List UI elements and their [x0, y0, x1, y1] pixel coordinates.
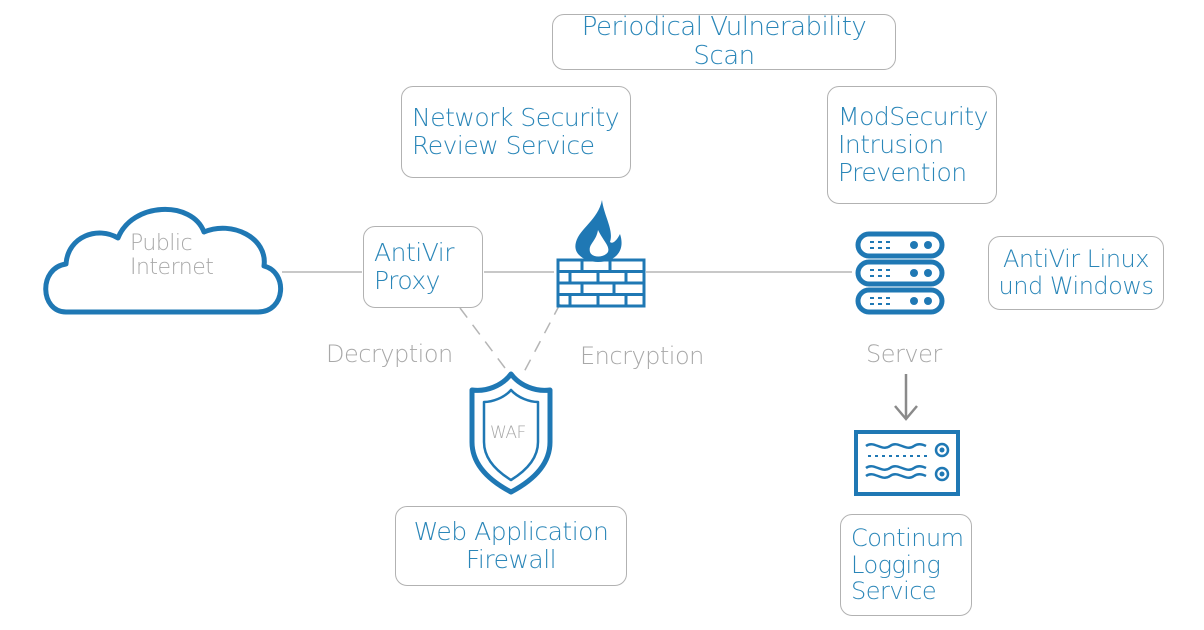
antivir-linux-line1: AntiVir Linux: [1003, 245, 1149, 274]
waf-box-line1: Web Application: [413, 517, 609, 546]
logging-line1: Continum: [851, 523, 964, 552]
firewall-flame-icon: [556, 200, 646, 308]
logging-line3: Service: [851, 577, 937, 606]
waf-shield-label: WAF: [490, 423, 526, 443]
log-device-icon: [854, 430, 960, 496]
decryption-label: Decryption: [326, 340, 453, 368]
proxy-waf-dashed-link: [459, 307, 509, 373]
antivir-linux-box: AntiVir Linux und Windows: [988, 236, 1164, 310]
antivir-linux-line2: und Windows: [998, 272, 1154, 300]
firewall-waf-dashed-link: [523, 303, 561, 373]
waf-box-line2: Firewall: [465, 545, 557, 574]
periodical-scan-label: Periodical Vulnerability Scan: [581, 11, 867, 71]
waf-shield-icon: [469, 371, 553, 495]
network-security-line1: Network Security: [412, 103, 620, 132]
modsecurity-line1: ModSecurity: [838, 102, 988, 131]
continum-logging-box: Continum Logging Service: [840, 514, 972, 616]
antivir-proxy-line2: Proxy: [374, 266, 440, 295]
public-internet-line1: Public: [130, 231, 193, 256]
web-application-firewall-box: Web Application Firewall: [395, 506, 627, 586]
public-internet-line2: Internet: [130, 255, 214, 281]
encryption-label: Encryption: [580, 342, 704, 370]
public-internet-label: Public Internet: [130, 231, 214, 281]
network-security-review-box: Network Security Review Service: [401, 86, 631, 178]
logging-line2: Logging: [851, 550, 941, 579]
cloud-icon: [43, 207, 283, 315]
antivir-proxy-box: AntiVir Proxy: [363, 226, 483, 308]
periodical-vulnerability-scan-box: Periodical Vulnerability Scan: [552, 11, 896, 71]
network-security-line2: Review Service: [412, 131, 595, 160]
server-rack-icon: [855, 231, 945, 315]
server-label: Server: [866, 340, 942, 368]
modsecurity-box: ModSecurity Intrusion Prevention: [827, 86, 997, 204]
antivir-proxy-line1: AntiVir: [374, 238, 454, 267]
modsecurity-line3: Prevention: [838, 158, 967, 187]
modsecurity-line2: Intrusion: [838, 130, 944, 159]
down-arrow-icon: [894, 374, 918, 421]
